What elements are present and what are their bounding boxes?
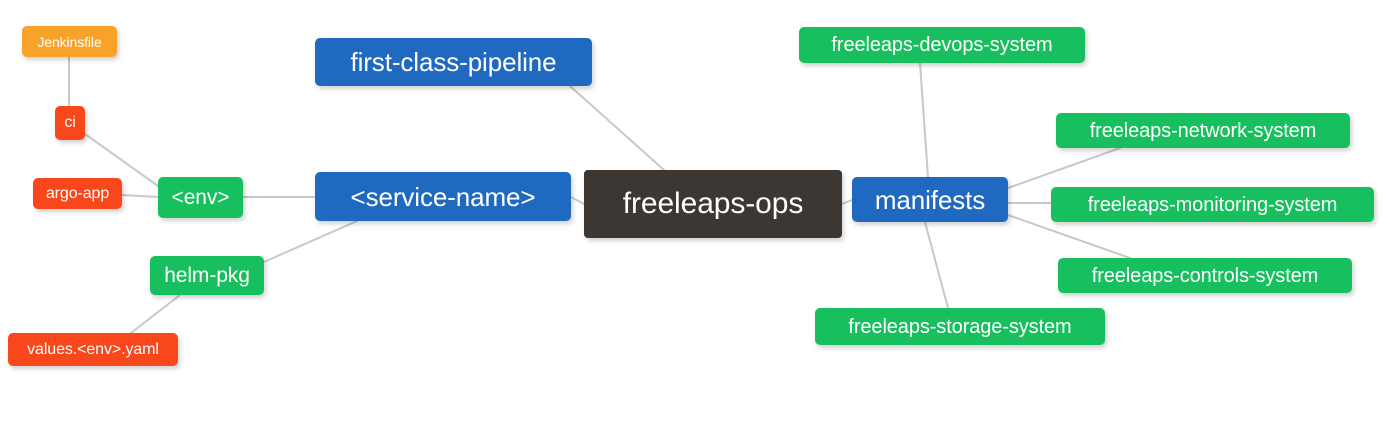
mindmap-node-service[interactable]: <service-name> bbox=[315, 172, 571, 221]
edge-root-to-service bbox=[570, 196, 585, 205]
edge-helmpkg-to-valuesyaml bbox=[130, 294, 181, 334]
edge-service-to-helmpkg bbox=[263, 220, 358, 263]
mindmap-node-helmpkg[interactable]: helm-pkg bbox=[150, 256, 264, 295]
mindmap-node-env[interactable]: <env> bbox=[158, 177, 243, 218]
mindmap-node-pipeline[interactable]: first-class-pipeline bbox=[315, 38, 592, 86]
edge-env-to-argoapp bbox=[121, 194, 159, 198]
edge-root-to-pipeline bbox=[569, 85, 665, 171]
mindmap-node-devops[interactable]: freeleaps-devops-system bbox=[799, 27, 1085, 63]
mindmap-node-jenkinsfile[interactable]: Jenkinsfile bbox=[22, 26, 117, 57]
edge-manifests-to-devops bbox=[919, 62, 929, 178]
edge-manifests-to-network bbox=[1007, 147, 1121, 189]
mindmap-node-valuesyaml[interactable]: values.<env>.yaml bbox=[8, 333, 178, 366]
edge-root-to-manifests bbox=[841, 199, 853, 205]
mindmap-node-monitoring[interactable]: freeleaps-monitoring-system bbox=[1051, 187, 1374, 222]
mindmap-node-network[interactable]: freeleaps-network-system bbox=[1056, 113, 1350, 148]
edge-manifests-to-storage bbox=[924, 221, 949, 309]
mindmap-node-root[interactable]: freeleaps-ops bbox=[584, 170, 842, 238]
mindmap-node-storage[interactable]: freeleaps-storage-system bbox=[815, 308, 1105, 345]
mindmap-node-manifests[interactable]: manifests bbox=[852, 177, 1008, 222]
mindmap-node-argoapp[interactable]: argo-app bbox=[33, 178, 122, 209]
mindmap-node-ci[interactable]: ci bbox=[55, 106, 85, 140]
mindmap-node-controls[interactable]: freeleaps-controls-system bbox=[1058, 258, 1352, 293]
